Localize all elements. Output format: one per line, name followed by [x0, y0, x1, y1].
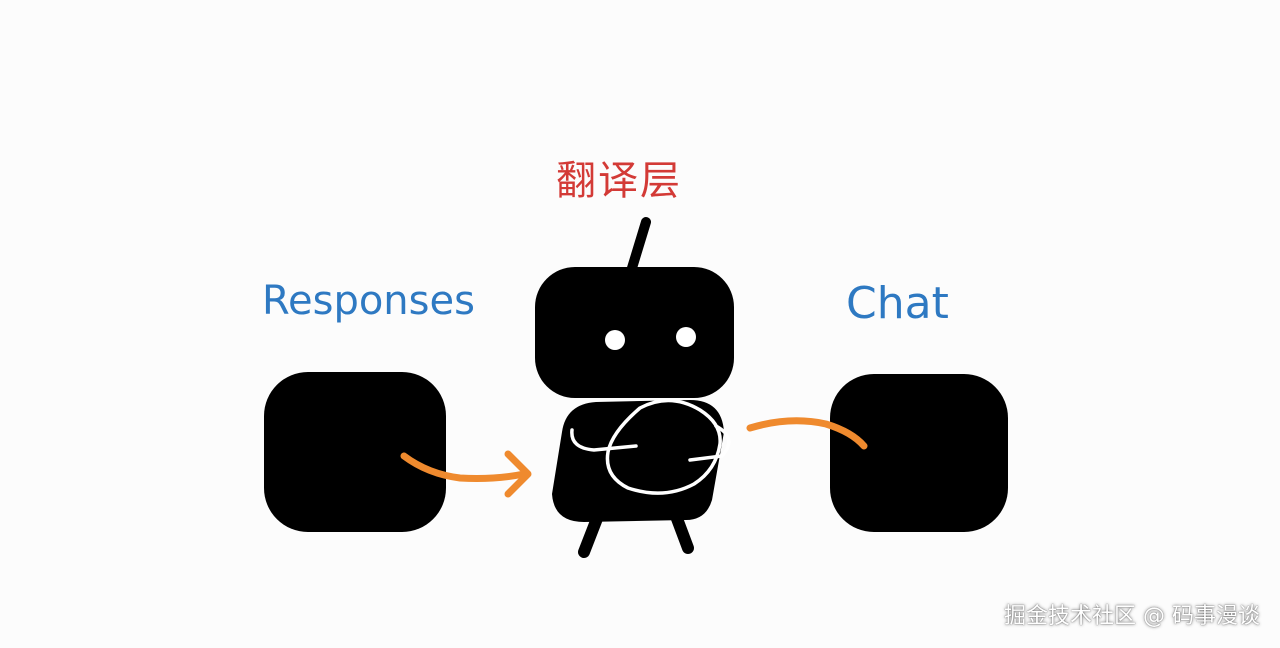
robot-head [535, 267, 734, 398]
robot-antenna [627, 217, 651, 273]
robot-left-leg [578, 510, 604, 558]
translation-layer-title: 翻译层 [556, 158, 682, 204]
robot-right-arm [688, 424, 731, 462]
chat-label: Chat [846, 278, 949, 329]
arrow-right-icon [400, 450, 532, 498]
robot-to-chat-curve [746, 417, 868, 450]
robot-icon [535, 217, 734, 558]
robot-held-object [605, 398, 722, 495]
robot-right-eye [676, 327, 696, 347]
robot-left-arm [570, 428, 638, 452]
responses-label: Responses [262, 278, 475, 324]
responses-arrowhead [504, 450, 532, 498]
responses-box [264, 372, 446, 532]
watermark: 掘金技术社区 @ 码事漫谈 [1004, 604, 1260, 629]
chat-box [830, 374, 1008, 532]
robot-right-leg [670, 510, 694, 554]
robot-left-eye [605, 330, 625, 350]
responses-to-robot-arrow [400, 452, 528, 482]
